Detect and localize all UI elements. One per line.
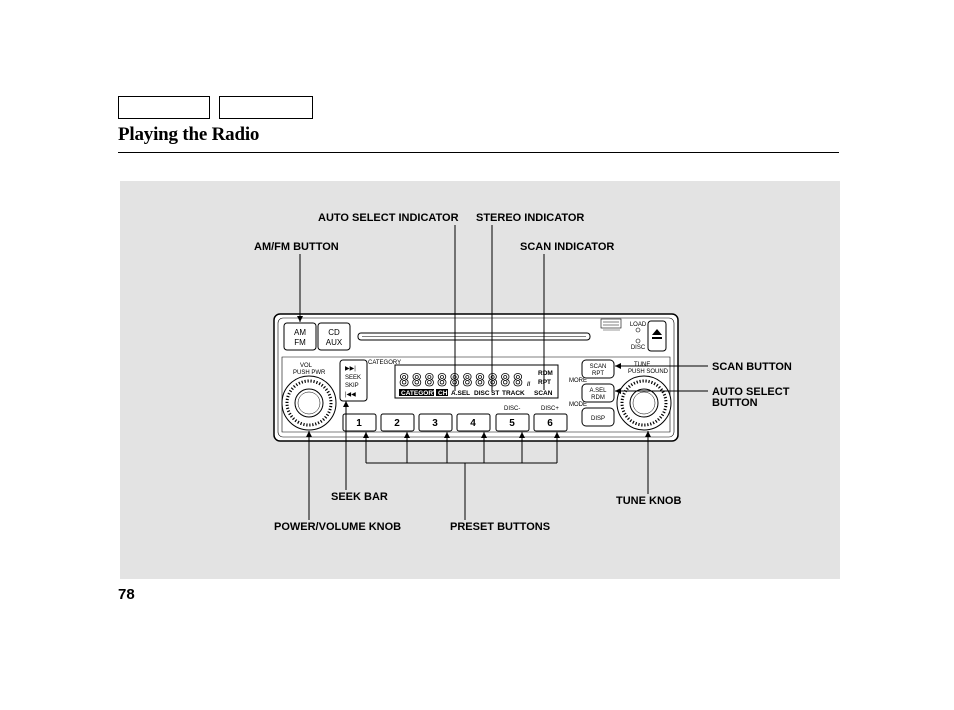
seek-up-icon: ▶▶| [345,366,356,372]
callout-power-volume-knob: POWER/VOLUME KNOB [274,521,401,533]
leader-lines [297,225,708,520]
callout-seek-bar: SEEK BAR [331,491,388,503]
preset-6-label: 6 [547,418,553,429]
callout-auto-select-indicator: AUTO SELECT INDICATOR [318,212,459,224]
preset-button-2[interactable]: 2 [380,413,415,432]
power-volume-knob[interactable]: VOL PUSH PWR [281,363,337,431]
display-slash: // [527,382,531,388]
lcd-display: 8888888888 // RDM RPT CATEGORY CH A.SEL … [394,364,559,399]
pwr-label: PUSH PWR [293,370,326,376]
callout-stereo-indicator: STEREO INDICATOR [476,212,584,224]
am-label: AM [294,328,306,337]
preset-button-1[interactable]: 1 [342,413,377,432]
skip-label: SKIP [345,383,359,389]
fm-label: FM [294,338,306,347]
disc-plus-label: DISC+ [541,406,559,412]
preset-button-5[interactable]: 5 [495,413,530,432]
cd-slot [357,332,591,341]
mode-label: MODE [569,402,587,408]
preset-button-4[interactable]: 4 [456,413,491,432]
callout-auto-select-button-2: BUTTON [712,397,758,409]
auto-select-indicator: A.SEL [451,390,470,397]
logo-badges: LOAD DISC [600,318,647,351]
cd-label: CD [328,328,340,337]
preset-button-3[interactable]: 3 [418,413,453,432]
disc-label: DISC [631,345,646,351]
preset-buttons: 1 2 3 4 5 6 [342,413,568,432]
rdm-indicator: RDM [538,370,553,377]
rpt-indicator: RPT [538,379,551,386]
scan-label: SCAN [590,364,607,370]
sound-label: PUSH SOUND [628,369,669,375]
track-indicator: TRACK [502,390,525,397]
cd-aux-button[interactable]: CD AUX [317,322,351,351]
tune-label: TUNE [634,362,650,368]
preset-1-label: 1 [356,418,362,429]
asel-label: A.SEL [589,388,607,394]
rdm-label: RDM [591,395,605,401]
callout-scan-button: SCAN BUTTON [712,361,792,373]
load-label: LOAD [630,322,647,328]
disp-button[interactable]: DISP [581,407,615,427]
callout-tune-knob: TUNE KNOB [616,495,681,507]
preset-4-label: 4 [470,418,476,429]
more-label: MORE [569,378,587,384]
seek-label: SEEK [345,375,361,381]
page-number: 78 [118,586,135,603]
preset-5-label: 5 [509,418,515,429]
disp-label: DISP [591,416,605,422]
rpt-label: RPT [592,371,604,377]
callout-auto-select-button: AUTO SELECT [712,386,790,398]
ch-indicator: CH [438,390,448,397]
callout-am-fm-button: AM/FM BUTTON [254,241,339,253]
eject-icon [652,329,662,335]
preset-button-6[interactable]: 6 [533,413,568,432]
category-label: CATEGORY [368,360,401,366]
seek-down-icon: |◀◀ [345,392,356,398]
stereo-indicator: ST [491,390,499,397]
disc-indicator: DISC [474,390,490,397]
eject-button[interactable] [647,320,667,352]
title-divider [118,152,839,153]
category-indicator: CATEGORY [401,390,438,397]
scan-indicator: SCAN [534,390,553,397]
tune-knob[interactable]: TUNE PUSH SOUND [616,362,672,431]
preset-3-label: 3 [432,418,438,429]
nav-tab-1[interactable] [118,96,210,119]
seek-bar[interactable]: ▶▶| SEEK SKIP |◀◀ CATEGORY [339,359,401,402]
aux-label: AUX [326,338,343,347]
callout-preset-buttons: PRESET BUTTONS [450,521,550,533]
disc-minus-label: DISC- [504,406,520,412]
am-fm-button[interactable]: AM FM [283,322,317,351]
preset-2-label: 2 [394,418,400,429]
scan-button[interactable]: SCAN RPT [581,359,615,379]
nav-tab-2[interactable] [219,96,313,119]
vol-label: VOL [300,363,313,369]
page-title: Playing the Radio [118,124,260,145]
callout-scan-indicator: SCAN INDICATOR [520,241,614,253]
auto-select-button[interactable]: A.SEL RDM [581,383,615,403]
